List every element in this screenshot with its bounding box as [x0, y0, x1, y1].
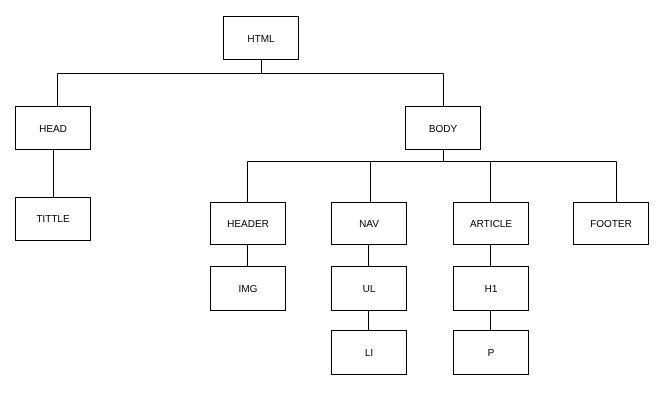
node-li: LI [331, 330, 407, 375]
node-p: P [453, 330, 529, 375]
node-li-label: LI [365, 348, 373, 359]
node-body-label: BODY [429, 124, 458, 135]
node-tittle-box [15, 197, 91, 241]
node-article-label: ARTICLE [470, 219, 512, 230]
node-nav-box [331, 202, 407, 245]
node-ul-box [331, 266, 407, 311]
node-ul-label: UL [363, 284, 376, 295]
node-html: HTML [223, 16, 299, 60]
node-footer-label: FOOTER [590, 219, 632, 230]
node-footer: FOOTER [573, 202, 649, 245]
node-html-box [223, 16, 299, 60]
node-nav: NAV [331, 202, 407, 245]
node-h1: H1 [453, 266, 529, 311]
node-li-box [331, 330, 407, 375]
node-img: IMG [210, 266, 286, 311]
node-article: ARTICLE [453, 202, 529, 245]
node-head-label: HEAD [39, 124, 67, 135]
node-footer-box [573, 202, 649, 245]
node-body: BODY [405, 106, 481, 150]
node-p-box [453, 330, 529, 375]
node-body-box [405, 106, 481, 150]
node-tittle-label: TITTLE [36, 214, 70, 225]
node-head-box [15, 106, 91, 150]
connectors [53, 59, 617, 331]
node-h1-box [453, 266, 529, 311]
node-article-box [453, 202, 529, 245]
node-ul: UL [331, 266, 407, 311]
node-p-label: P [488, 348, 495, 359]
node-h1-label: H1 [485, 284, 498, 295]
node-header-label: HEADER [227, 219, 269, 230]
node-img-box [210, 266, 286, 311]
node-header: HEADER [210, 202, 286, 245]
node-html-label: HTML [247, 34, 275, 45]
node-tittle: TITTLE [15, 197, 91, 241]
node-nav-label: NAV [359, 219, 379, 230]
node-header-box [210, 202, 286, 245]
node-img-label: IMG [239, 284, 258, 295]
node-head: HEAD [15, 106, 91, 150]
